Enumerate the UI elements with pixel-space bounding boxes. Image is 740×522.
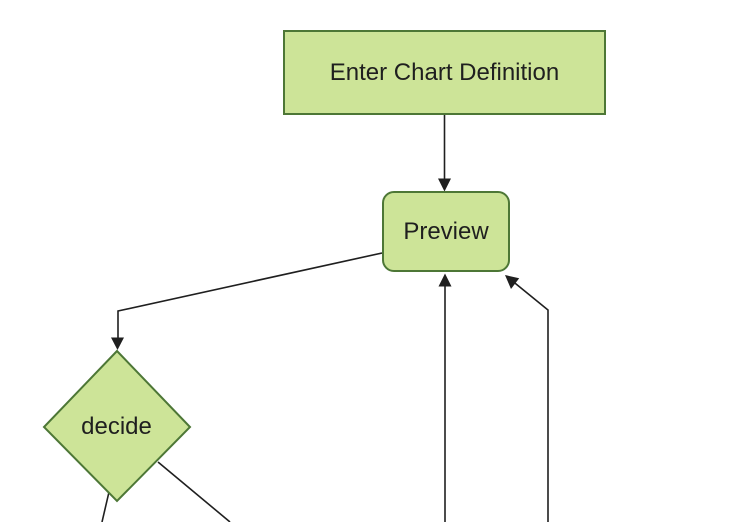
edge-decide-to-offscreen-right [157, 461, 231, 522]
node-preview [382, 191, 510, 272]
node-decide [42, 349, 192, 503]
node-enter-chart-definition [283, 30, 606, 115]
edge-bottom-to-preview-diagonal [505, 275, 549, 522]
edge-preview-to-decide [111, 252, 383, 350]
arrowhead-up-left-icon [505, 275, 520, 289]
edge-enter-to-preview [438, 115, 451, 192]
arrowhead-down-icon [438, 178, 451, 192]
edge-decide-to-offscreen-left [101, 491, 110, 522]
edge-bottom-to-preview-straight [438, 273, 452, 522]
arrowhead-down-icon [111, 337, 124, 350]
arrowhead-up-icon [438, 273, 452, 287]
